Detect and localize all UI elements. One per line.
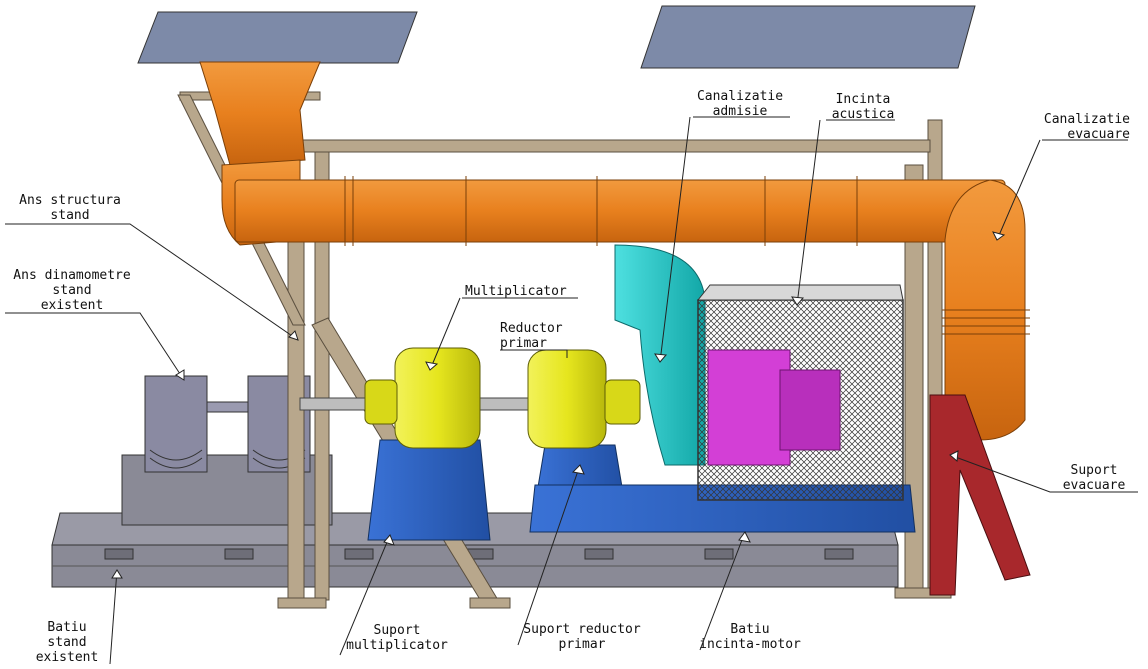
- label-line: Batiu: [47, 620, 87, 635]
- label-incinta-acustica: Incinta acustica: [818, 92, 908, 122]
- label-ans-dinamometre: Ans dinamometre stand existent: [2, 268, 142, 313]
- label-line: stand: [52, 283, 92, 298]
- exhaust-support: [929, 394, 1031, 596]
- label-suport-reductor: Suport reductor primar: [514, 622, 650, 652]
- label-line: Canalizatie: [696, 89, 784, 104]
- label-reductor-primar: Reductor primar: [500, 321, 563, 351]
- gearboxes: [364, 347, 641, 449]
- acoustic-enclosure: [696, 284, 904, 501]
- label-line: admisie: [712, 104, 768, 119]
- label-canalizatie-admisie: Canalizatie admisie: [690, 89, 790, 119]
- label-ans-structura: Ans structura stand: [5, 193, 135, 223]
- roof-panel-left: [137, 11, 418, 64]
- label-line: stand: [50, 208, 90, 223]
- label-line: evacuare: [1067, 127, 1130, 142]
- label-line: Ans structura: [19, 193, 121, 208]
- label-line: acustica: [831, 107, 895, 122]
- label-line: Reductor: [500, 321, 563, 336]
- leader-arrows: [111, 231, 1006, 579]
- label-line: Ans dinamometre: [13, 268, 131, 283]
- label-line: Multiplicator: [465, 284, 567, 299]
- label-batiu-stand: Batiu stand existent: [28, 620, 106, 665]
- label-line: evacuare: [1062, 478, 1126, 493]
- label-suport-multiplicator: Suport multiplicator: [336, 623, 458, 653]
- label-line: existent: [40, 298, 104, 313]
- label-line: Canalizatie: [1043, 112, 1130, 127]
- exhaust-duct: [199, 61, 1030, 441]
- label-line: Incinta: [835, 92, 891, 107]
- label-canalizatie-evacuare: Canalizatie evacuare: [1030, 112, 1130, 142]
- label-line: Suport reductor: [523, 622, 641, 637]
- label-line: Suport: [1070, 463, 1118, 478]
- label-line: existent: [35, 650, 99, 665]
- label-line: Batiu: [730, 622, 770, 637]
- label-line: incinta-motor: [699, 637, 801, 652]
- roof-panel-right: [640, 5, 976, 69]
- label-line: primar: [558, 637, 606, 652]
- label-batiu-incinta: Batiu incinta-motor: [686, 622, 814, 652]
- label-line: Suport: [373, 623, 421, 638]
- label-line: primar: [500, 336, 547, 351]
- leader-lines: [5, 116, 1138, 665]
- label-line: multiplicator: [346, 638, 448, 653]
- label-multiplicator: Multiplicator: [465, 284, 567, 299]
- label-suport-evacuare: Suport evacuare: [1048, 463, 1140, 493]
- label-line: stand: [47, 635, 87, 650]
